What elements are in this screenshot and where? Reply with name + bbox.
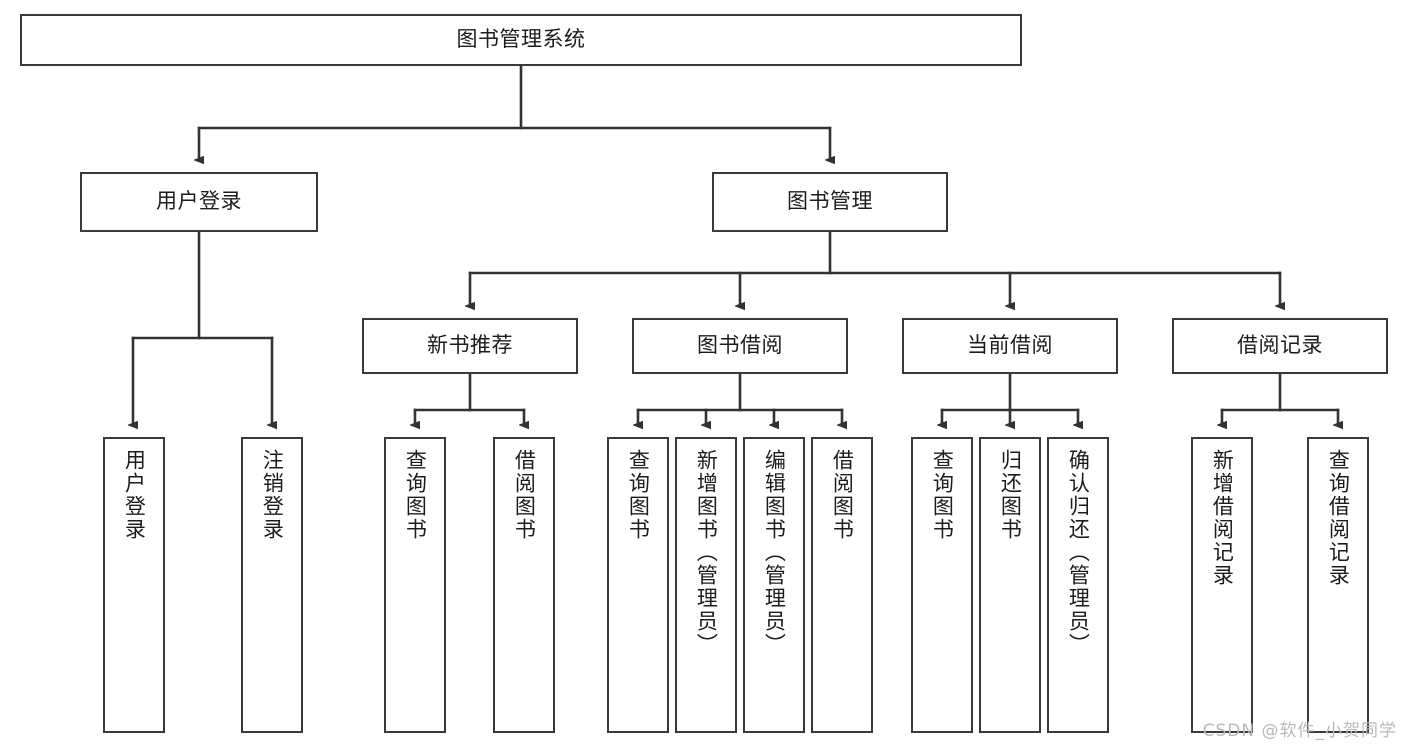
node-book-management[interactable]: 图书管理 (712, 172, 948, 232)
leaf-label: 借阅图书 (512, 449, 537, 541)
leaf-label: 新增图书（管理员） (694, 449, 719, 656)
leaf-borrow-book[interactable]: 借阅图书 (811, 437, 873, 733)
leaf-label: 归还图书 (998, 449, 1023, 541)
leaf-label: 注销登录 (260, 449, 285, 541)
node-root-system[interactable]: 图书管理系统 (20, 14, 1022, 66)
leaf-add-book-admin[interactable]: 新增图书（管理员） (675, 437, 737, 733)
leaf-label: 新增借阅记录 (1210, 449, 1235, 587)
node-current-borrow[interactable]: 当前借阅 (902, 318, 1118, 374)
leaf-query-borrow-record[interactable]: 查询借阅记录 (1307, 437, 1369, 733)
leaf-label: 查询图书 (403, 449, 428, 541)
leaf-label: 用户登录 (122, 449, 147, 541)
leaf-label: 编辑图书（管理员） (762, 449, 787, 656)
leaf-query-book-borrow[interactable]: 查询图书 (607, 437, 669, 733)
leaf-label: 确认归还（管理员） (1066, 449, 1091, 656)
node-borrow-record[interactable]: 借阅记录 (1172, 318, 1388, 374)
leaf-return-book[interactable]: 归还图书 (979, 437, 1041, 733)
leaf-query-book-recommend[interactable]: 查询图书 (384, 437, 446, 733)
leaf-user-login[interactable]: 用户登录 (103, 437, 165, 733)
leaf-label: 查询借阅记录 (1326, 449, 1351, 587)
leaf-add-borrow-record[interactable]: 新增借阅记录 (1191, 437, 1253, 733)
leaf-borrow-book-recommend[interactable]: 借阅图书 (493, 437, 555, 733)
leaf-confirm-return-admin[interactable]: 确认归还（管理员） (1047, 437, 1109, 733)
watermark-text: CSDN @软件_小贺同学 (1202, 721, 1397, 741)
node-new-book-recommend[interactable]: 新书推荐 (362, 318, 578, 374)
node-user-login[interactable]: 用户登录 (80, 172, 318, 232)
leaf-query-book-current[interactable]: 查询图书 (911, 437, 973, 733)
leaf-edit-book-admin[interactable]: 编辑图书（管理员） (743, 437, 805, 733)
leaf-label: 查询图书 (626, 449, 651, 541)
leaf-logout[interactable]: 注销登录 (241, 437, 303, 733)
node-book-borrow[interactable]: 图书借阅 (632, 318, 848, 374)
leaf-label: 借阅图书 (830, 449, 855, 541)
leaf-label: 查询图书 (930, 449, 955, 541)
